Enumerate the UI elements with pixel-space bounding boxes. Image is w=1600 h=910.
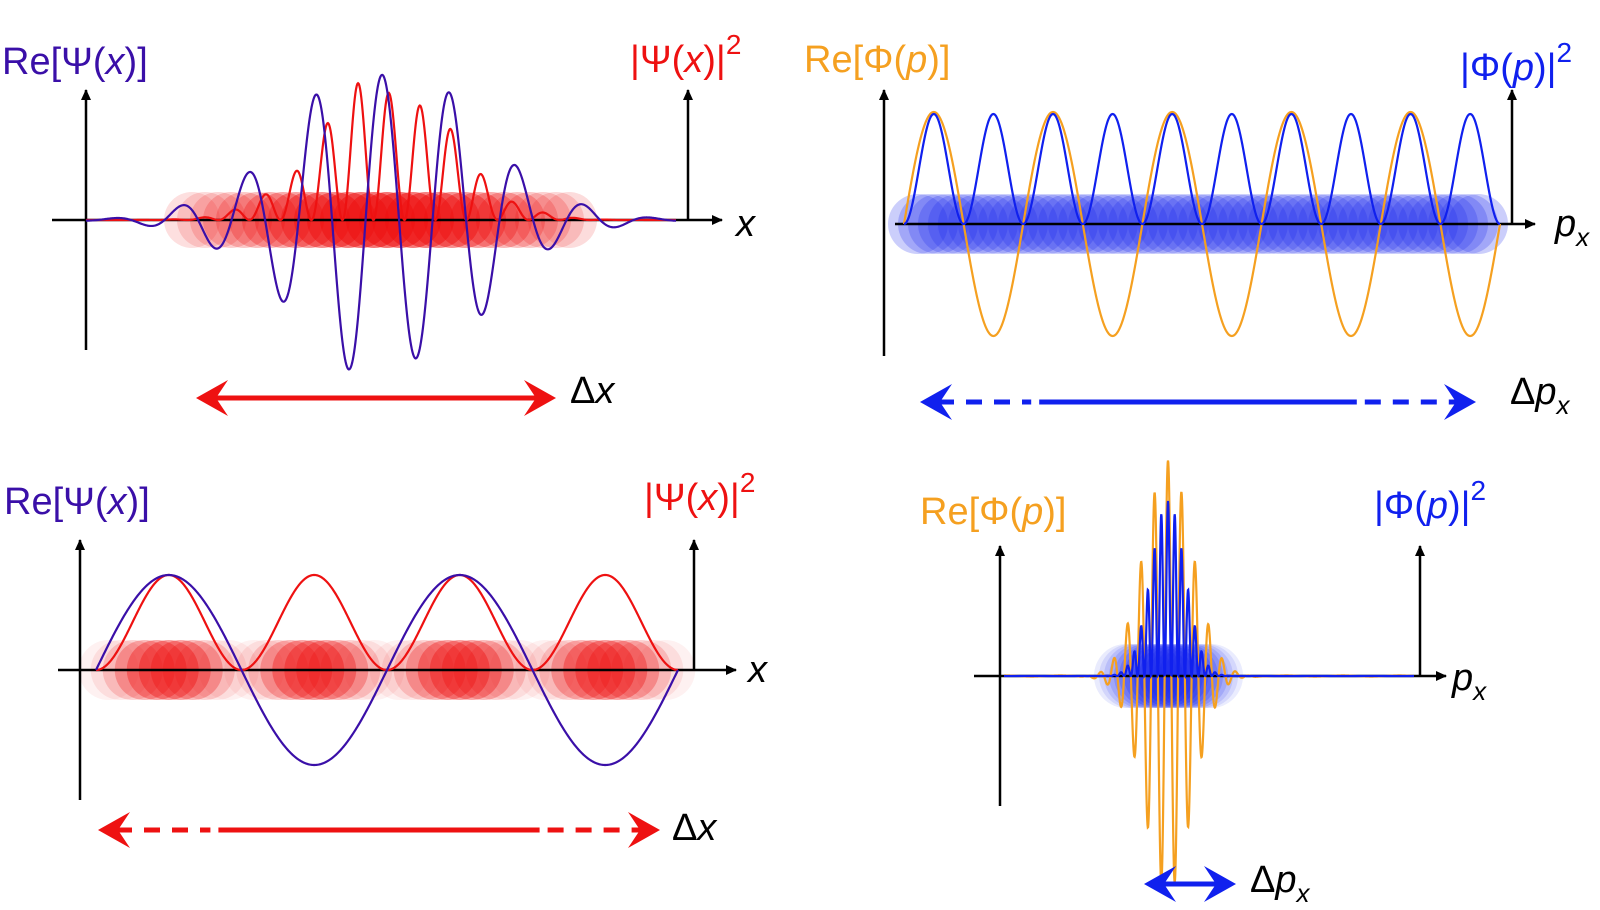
panel-position-localized: Re[Ψ(x)] |Ψ(x)|2 x Δx bbox=[2, 29, 757, 416]
axis-label-x: x bbox=[746, 649, 769, 691]
real-part-label: Re[Φ(p)] bbox=[920, 491, 1066, 533]
arrow-head-left bbox=[920, 384, 952, 420]
spread-label: Δx bbox=[570, 370, 616, 412]
axis-label-px: px bbox=[1451, 657, 1487, 706]
arrow-head-right bbox=[1204, 866, 1236, 902]
spread-label: Δpx bbox=[1510, 371, 1571, 420]
arrow-head-left bbox=[1144, 866, 1176, 902]
arrow-head-right bbox=[1444, 384, 1476, 420]
real-part-curve bbox=[85, 73, 677, 371]
density-label: |Ψ(x)|2 bbox=[644, 467, 755, 519]
density-label: |Φ(p)|2 bbox=[1374, 475, 1486, 527]
probability-density-curve bbox=[903, 112, 1501, 226]
axis-label-px: px bbox=[1554, 203, 1590, 252]
real-part-label: Re[Φ(p)] bbox=[804, 39, 950, 81]
spread-arrow bbox=[1144, 866, 1236, 902]
arrow-head-right bbox=[628, 812, 660, 848]
axis-label-x: x bbox=[734, 203, 757, 245]
spread-arrow bbox=[196, 380, 556, 416]
probability-density-curve bbox=[86, 81, 676, 222]
spread-label: Δpx bbox=[1250, 859, 1311, 908]
real-part-label: Re[Ψ(x)] bbox=[2, 41, 148, 83]
density-label: |Ψ(x)|2 bbox=[630, 29, 741, 81]
spread-label: Δx bbox=[672, 807, 718, 849]
spread-arrow bbox=[920, 384, 1476, 420]
arrow-head-left bbox=[196, 380, 228, 416]
arrow-head-right bbox=[524, 380, 556, 416]
panel-momentum-localized: Re[Φ(p)] |Φ(p)|2 px Δpx bbox=[920, 460, 1487, 908]
panel-momentum-extended: Re[Φ(p)] |Φ(p)|2 px Δpx bbox=[804, 37, 1590, 420]
panel-position-extended: Re[Ψ(x)] |Ψ(x)|2 x Δx bbox=[4, 467, 769, 849]
density-label: |Φ(p)|2 bbox=[1460, 37, 1572, 89]
probability-density-curve bbox=[1004, 500, 1414, 680]
arrow-head-left bbox=[98, 812, 130, 848]
real-part-label: Re[Ψ(x)] bbox=[4, 481, 150, 523]
real-part-curve bbox=[95, 573, 679, 767]
spread-arrow bbox=[98, 812, 660, 848]
